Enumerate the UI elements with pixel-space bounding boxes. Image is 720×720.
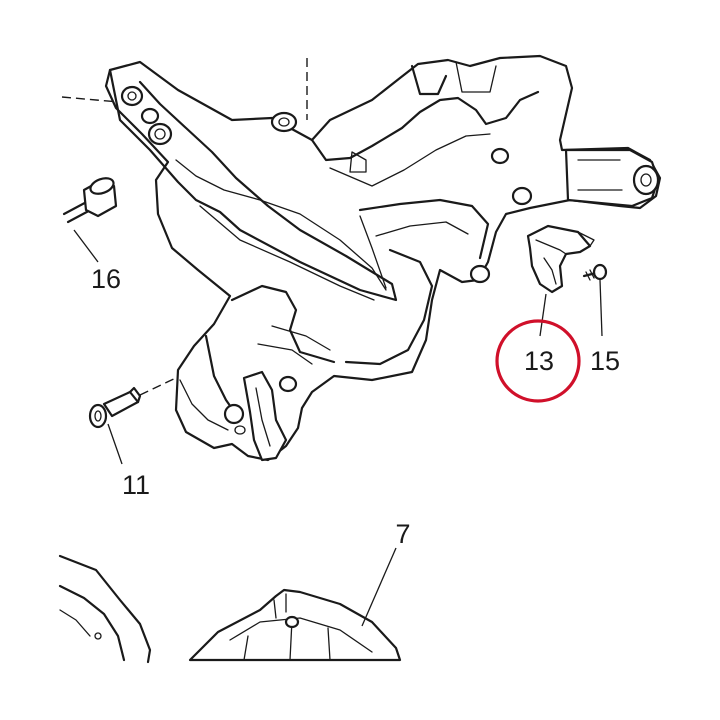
axis-line-bolt-11 (139, 374, 183, 396)
leader-13 (539, 293, 547, 337)
callout-11: 11 (122, 470, 150, 500)
main-housing (104, 54, 662, 462)
callout-13: 13 (524, 346, 554, 376)
part-11-bolt (88, 386, 142, 429)
callout-16: 16 (91, 264, 121, 294)
leader-11 (107, 423, 123, 465)
part-7-lower-housing (58, 554, 402, 664)
highlight-circle (495, 319, 581, 403)
part-15-screw (582, 263, 608, 281)
callout-7: 7 (395, 519, 410, 549)
callout-15: 15 (590, 346, 620, 376)
part-13-bracket (526, 224, 595, 294)
leader-7 (361, 547, 397, 627)
leader-15 (599, 279, 603, 337)
leader-16 (73, 229, 99, 263)
part-16-pin (62, 177, 118, 224)
